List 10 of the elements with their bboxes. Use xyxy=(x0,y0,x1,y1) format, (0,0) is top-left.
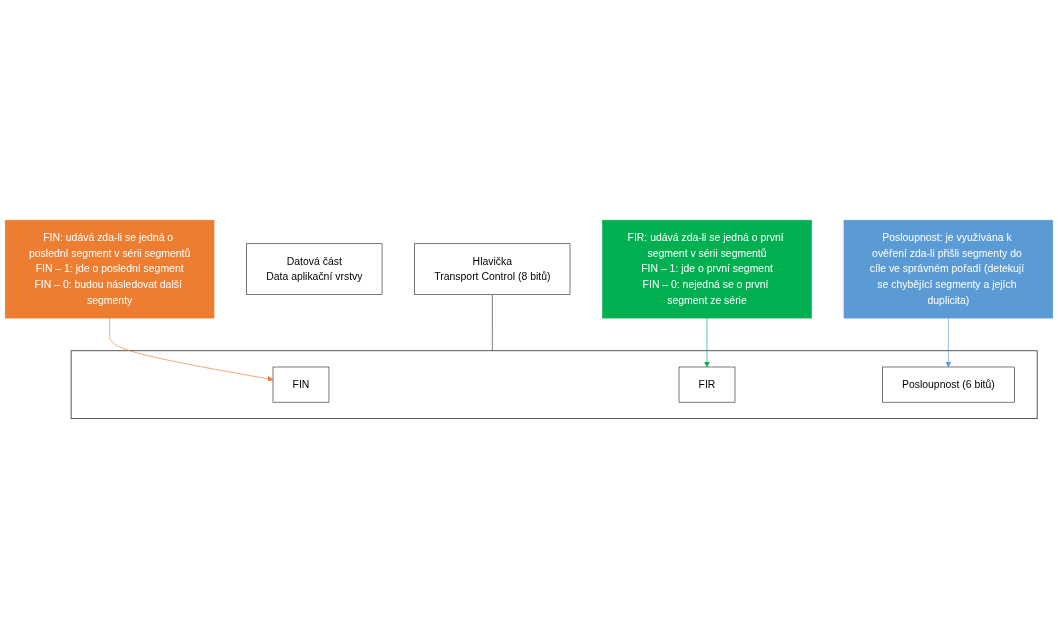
node-box: Posloupnost (6 bitů) xyxy=(882,366,1015,403)
node-box: FIR xyxy=(678,366,736,403)
node-box: FIN xyxy=(272,366,330,403)
node-box: Datová část Data aplikační vrstvy xyxy=(246,243,383,296)
node-box: Hlavička Transport Control (8 bitů) xyxy=(414,243,571,296)
connector xyxy=(492,294,493,352)
node-box: FIR: udává zda-li se jedná o první segment v sérii segmentů FIN – 1: jde o první segment FIN – 0: nejedná se o první segment ze série xyxy=(602,220,812,319)
cluster xyxy=(70,350,1038,420)
node-box: FIN: udává zda-li se jedná o poslední segment v sérii segmentů FIN – 1: jde o poslední segment FIN – 0: budou následovat další segmenty xyxy=(4,220,215,319)
node-box: Posloupnost: je využívána k ověření zda-li přišli segmenty do cíle ve správném pořadí (detekují se chybějící segmenty a jejích duplicita) xyxy=(843,220,1054,319)
